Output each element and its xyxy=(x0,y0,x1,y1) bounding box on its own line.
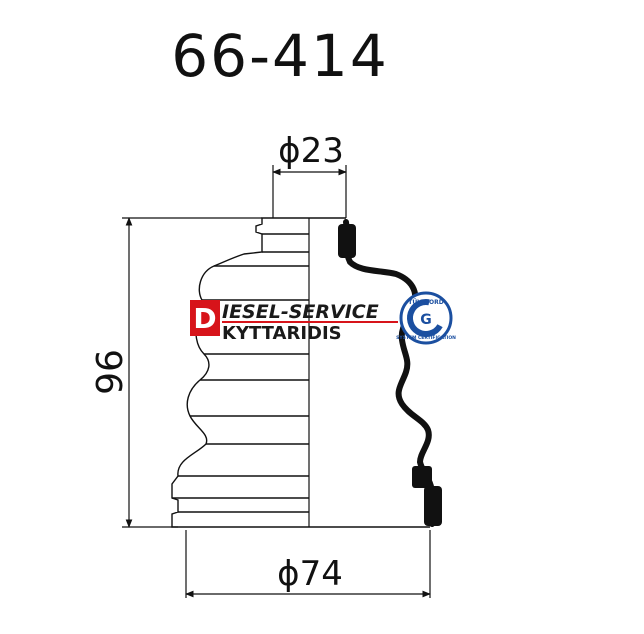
certification-badge: G TÜV NORD SYSTEM CERTIFICATION xyxy=(396,291,456,345)
small-clamp-groove xyxy=(338,224,356,258)
bottom-diameter-dimension: ϕ74 xyxy=(185,530,431,598)
company-logo: D IESEL-SERVICE KYTTARIDIS xyxy=(190,300,398,344)
badge-mark: G xyxy=(420,312,432,328)
logo-letter: D xyxy=(193,302,216,335)
boot-contour xyxy=(171,217,309,528)
logo-line-2: KYTTARIDIS xyxy=(222,323,342,344)
badge-g-arc xyxy=(407,299,445,337)
part-number-title: 66-414 xyxy=(171,22,389,90)
height-label: 96 xyxy=(90,349,131,395)
top-diameter-label: ϕ23 xyxy=(278,131,344,171)
boot-outline-view xyxy=(171,217,310,528)
top-diameter-dimension: ϕ23 xyxy=(272,131,347,218)
height-dimension: 96 xyxy=(90,217,262,528)
badge-top-text: TÜV NORD xyxy=(408,299,443,306)
large-clamp-groove xyxy=(424,486,442,526)
logo-line-1: IESEL-SERVICE xyxy=(222,301,379,323)
logo-red-block xyxy=(190,300,220,336)
large-clamp-rib xyxy=(412,466,432,488)
boot-section-view xyxy=(309,217,442,528)
bottom-diameter-label: ϕ74 xyxy=(277,554,343,594)
badge-bottom-text: SYSTEM CERTIFICATION xyxy=(396,335,456,341)
